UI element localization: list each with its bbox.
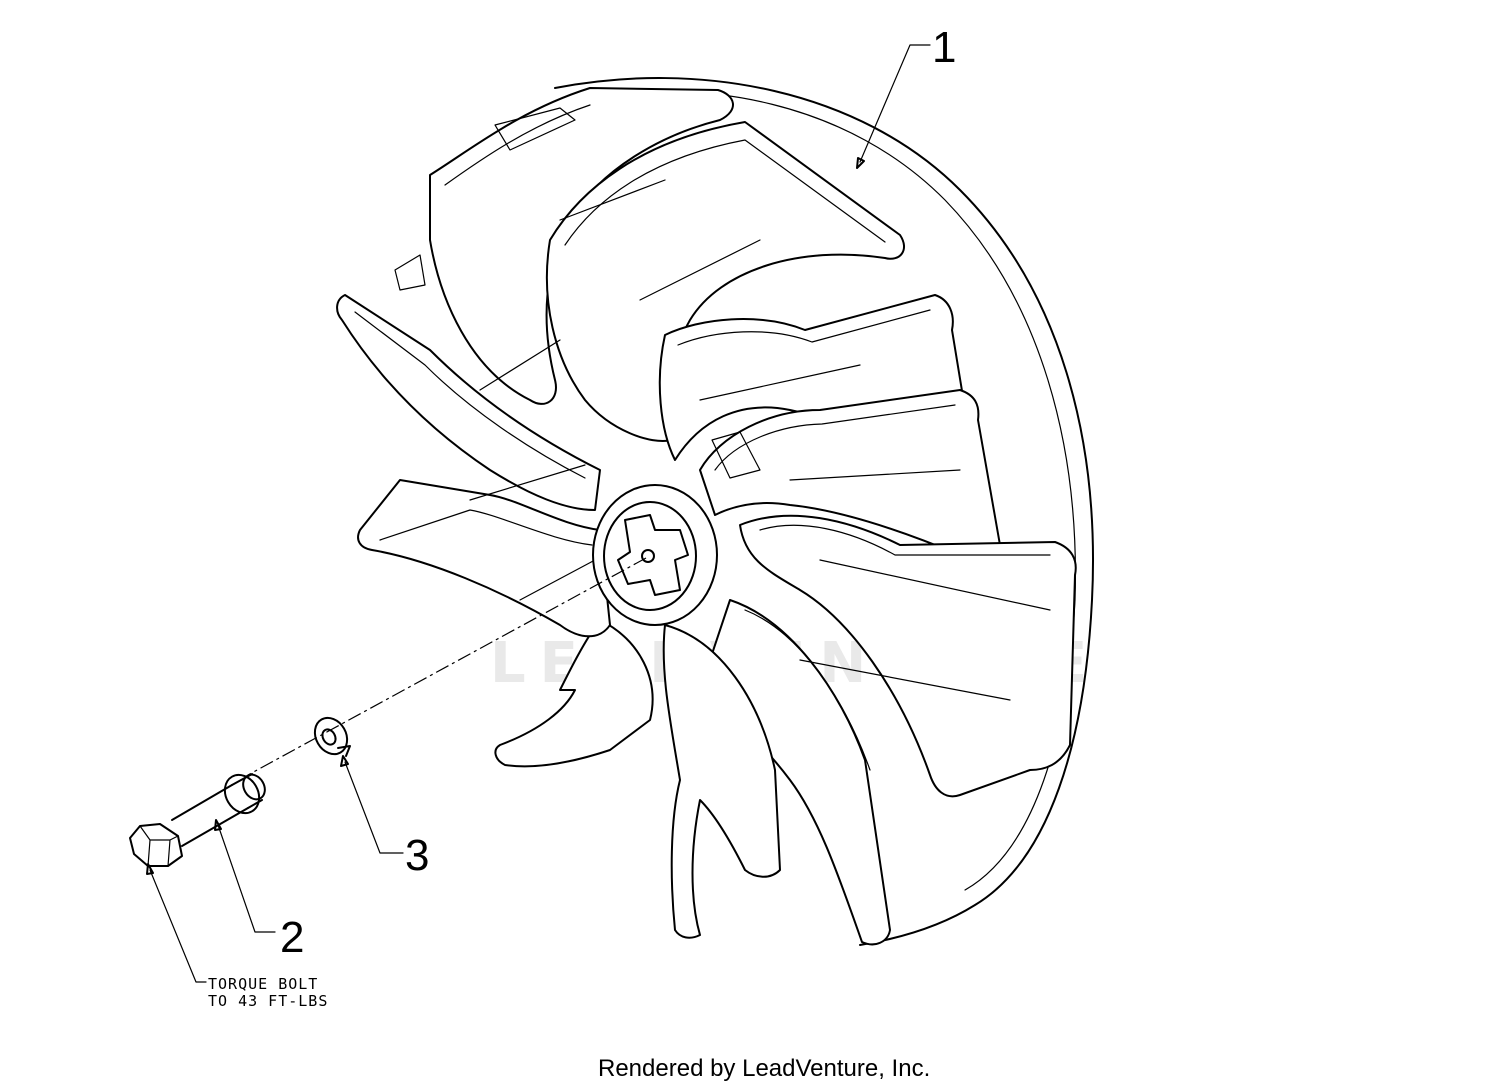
assembly-axis-line — [247, 557, 647, 776]
callout-2[interactable]: 2 — [280, 913, 304, 962]
torque-note-line-2: TO 43 FT-LBS — [208, 992, 328, 1010]
hex-bolt[interactable] — [129, 769, 269, 867]
leader-lines — [146, 44, 931, 983]
callout-3[interactable]: 3 — [405, 831, 429, 880]
torque-note-line-1: TORQUE BOLT — [208, 975, 318, 993]
footer-credit: Rendered by LeadVenture, Inc. — [598, 1055, 930, 1082]
fan-impeller[interactable] — [336, 77, 1094, 946]
callout-1[interactable]: 1 — [932, 23, 956, 72]
lock-washer[interactable] — [309, 712, 354, 760]
